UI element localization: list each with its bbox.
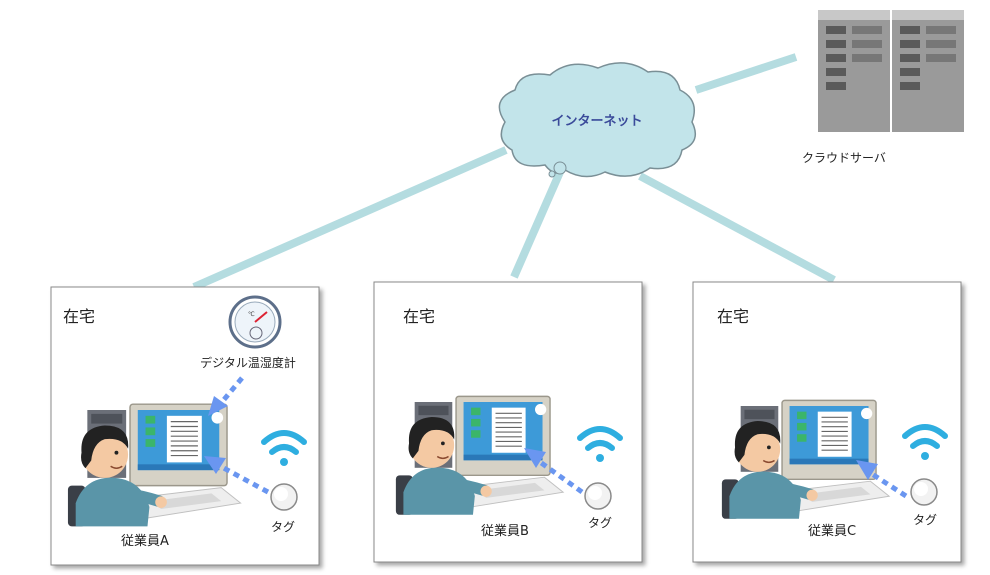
tag-label: タグ — [271, 520, 295, 534]
home-c-title: 在宅 — [717, 307, 749, 326]
svg-text:℃: ℃ — [248, 311, 255, 318]
home-b-title: 在宅 — [403, 307, 435, 326]
cloud-server-label: クラウドサーバ — [802, 151, 886, 165]
signal-arrow-tag-to-pc — [524, 448, 584, 495]
home-a-panel: 在宅 ℃ デジタル温湿度計 タグ 従業員A — [50, 286, 320, 566]
tag-beacon-icon — [270, 483, 298, 511]
home-b-panel: 在宅 タグ 従業員B — [373, 281, 643, 563]
employee-label: 従業員B — [481, 523, 529, 539]
internet-label: インターネット — [551, 114, 642, 129]
thermometer-icon: ℃ — [228, 295, 282, 349]
home-c-panel: 在宅 タグ 従業員C — [692, 281, 962, 563]
connection-lines — [192, 53, 836, 291]
signal-arrow-sensor-to-pc — [208, 376, 244, 416]
employee-label: 従業員A — [121, 533, 169, 549]
line-internet-to-server — [694, 53, 798, 94]
tag-label: タグ — [588, 516, 612, 530]
cloud-icon — [498, 62, 697, 178]
line-internet-to-home-a — [192, 146, 508, 291]
line-internet-to-home-c — [638, 172, 836, 284]
tag-beacon-icon — [584, 482, 612, 510]
tag-beacon-icon — [910, 478, 938, 506]
home-a-title: 在宅 — [63, 307, 95, 326]
tag-label: タグ — [913, 513, 937, 527]
employee-label: 従業員C — [808, 523, 856, 539]
signal-arrow-tag-to-pc — [856, 460, 908, 499]
server-icon — [818, 10, 964, 132]
sensor-label: デジタル温湿度計 — [200, 355, 296, 370]
signal-arrow-tag-to-pc — [204, 456, 270, 495]
line-internet-to-home-b — [510, 170, 564, 279]
